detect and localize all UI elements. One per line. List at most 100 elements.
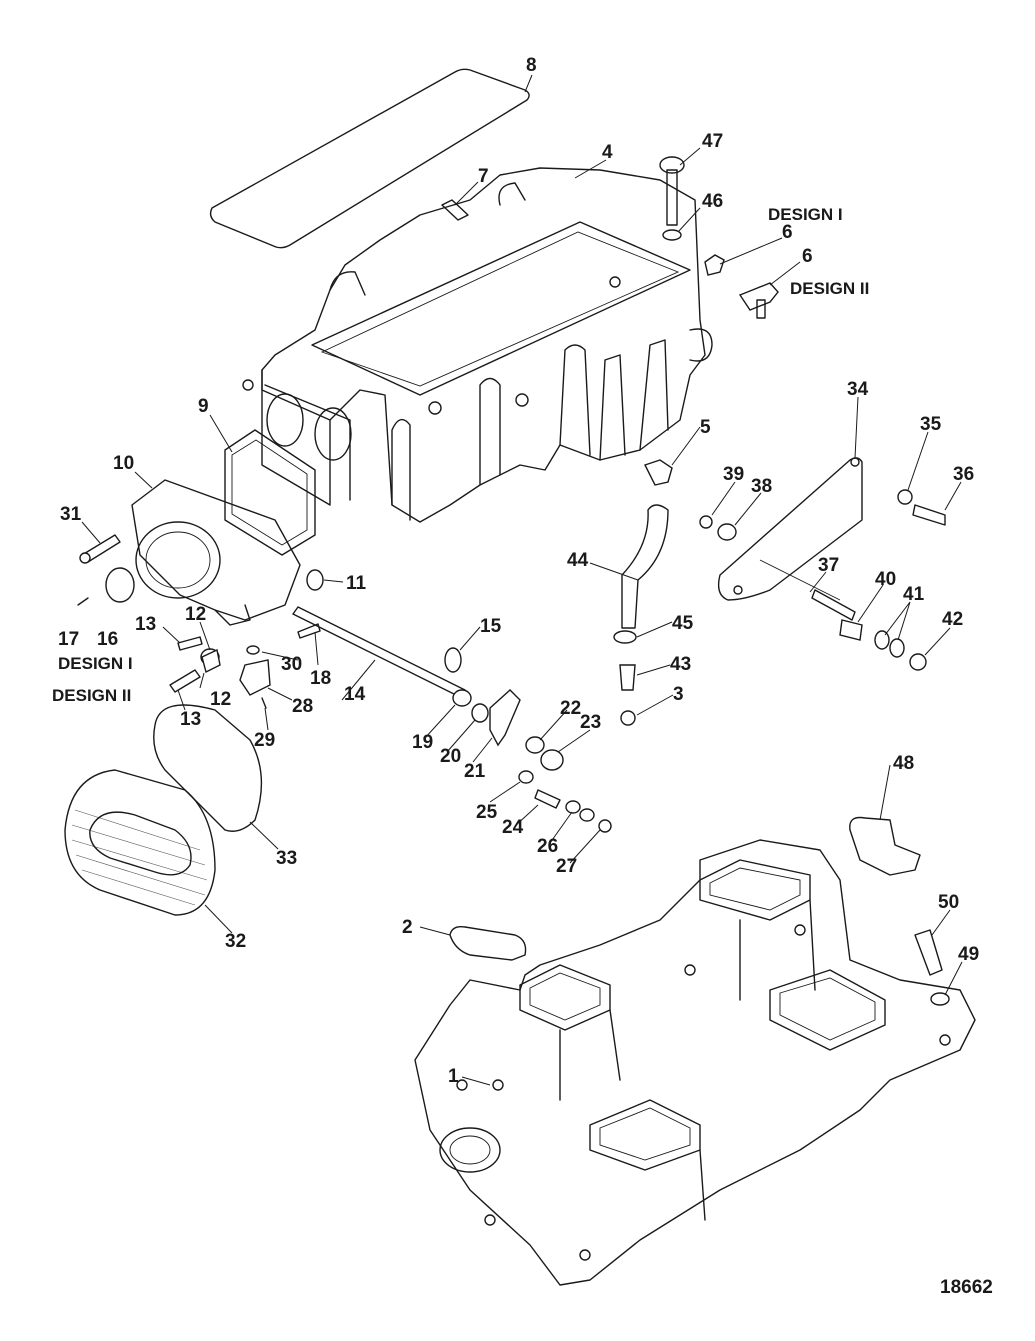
part-37-stud [759, 559, 856, 621]
callout-21: 21 [464, 761, 486, 782]
callout-16: 16 [97, 629, 118, 650]
part-28-sensor [239, 659, 271, 696]
part-13-screw-lower [169, 669, 201, 693]
part-18-screw [297, 623, 321, 639]
callout-28: 28 [292, 696, 313, 717]
part-35-washer [897, 489, 913, 505]
callout-15: 15 [480, 616, 502, 637]
part-13-screw-upper [177, 636, 203, 651]
callout-9: 9 [198, 396, 209, 417]
callout-40: 40 [875, 569, 896, 590]
part-38-washer [717, 523, 737, 541]
callout-38: 38 [751, 476, 772, 497]
part-22-bushing [525, 736, 545, 754]
callout-35: 35 [920, 414, 942, 435]
callout-4: 4 [602, 142, 613, 163]
callout-labels: 8 4 7 47 46 DESIGN I 6 6 DESIGN II 9 10 … [52, 55, 993, 1298]
callout-39: 39 [723, 464, 744, 485]
callout-23: 23 [580, 712, 601, 733]
callout-1: 1 [448, 1066, 459, 1087]
callout-25: 25 [476, 802, 498, 823]
callout-2: 2 [402, 917, 413, 938]
callout-19: 19 [412, 732, 433, 753]
part-7-bolt [441, 199, 469, 221]
callout-5: 5 [700, 417, 711, 438]
callout-13-lower: 13 [180, 709, 201, 730]
part-15-ring [444, 647, 462, 673]
part-47-bolt [659, 156, 685, 226]
part-41-washers [874, 630, 905, 658]
callout-26: 26 [537, 836, 558, 857]
callout-8: 8 [526, 55, 537, 76]
callout-18: 18 [310, 668, 331, 689]
part-3-washer [620, 710, 636, 726]
part-20-washer [471, 703, 489, 723]
callout-48: 48 [893, 753, 914, 774]
callout-30: 30 [281, 654, 302, 675]
part-49-washer [930, 992, 950, 1006]
part-4-plenum [242, 167, 713, 523]
part-8-cover-gasket [209, 68, 530, 249]
callout-46: 46 [702, 191, 723, 212]
design-2-label-upper: DESIGN II [790, 279, 869, 298]
part-10-throttle-body [131, 479, 301, 626]
callout-45: 45 [672, 613, 694, 634]
part-24-stud [534, 789, 561, 809]
part-45-clamp [613, 630, 637, 644]
callout-22: 22 [560, 698, 581, 719]
callout-13-upper: 13 [135, 614, 156, 635]
callout-10: 10 [113, 453, 134, 474]
part-6-fitting-design-1 [704, 254, 725, 276]
part-42-nut [909, 653, 927, 671]
callout-3: 3 [673, 684, 684, 705]
callout-12-upper: 12 [185, 604, 206, 625]
callout-7: 7 [478, 166, 489, 187]
part-6-fitting-design-2 [738, 282, 779, 319]
part-33-filter-cover [153, 704, 263, 832]
part-27-nut [598, 819, 612, 833]
callout-50: 50 [938, 892, 959, 913]
callout-20: 20 [440, 746, 461, 767]
part-2-gasket [449, 925, 527, 961]
part-39-nut [699, 515, 713, 529]
callout-36: 36 [953, 464, 974, 485]
design-1-label-lower: DESIGN I [58, 654, 133, 673]
callout-41: 41 [903, 584, 925, 605]
part-32-air-filter [64, 769, 216, 916]
callout-24: 24 [502, 817, 524, 838]
part-17-screw [77, 597, 89, 606]
part-36-bolt [912, 504, 946, 526]
design-2-label-lower: DESIGN II [52, 686, 131, 705]
part-44-hose [621, 504, 669, 629]
callout-47: 47 [702, 131, 723, 152]
leader-lines [81, 74, 963, 1086]
callout-17: 17 [58, 629, 79, 650]
part-31-screw [79, 534, 121, 564]
part-26-washers [565, 800, 595, 822]
part-9-gasket [224, 429, 316, 556]
part-48-bracket [849, 816, 921, 876]
callout-14: 14 [344, 684, 366, 705]
part-19-bushing [452, 689, 472, 707]
part-16-plug [105, 567, 135, 603]
callout-27: 27 [556, 856, 577, 877]
part-5-elbow [644, 459, 673, 486]
callout-6-design-1: 6 [782, 222, 793, 243]
callout-11: 11 [346, 573, 367, 594]
callout-43: 43 [670, 654, 691, 675]
callout-42: 42 [942, 609, 963, 630]
callout-31: 31 [60, 504, 82, 525]
callout-32: 32 [225, 931, 246, 952]
part-40-spacer [839, 619, 863, 641]
part-23-bushing [540, 749, 564, 771]
part-25-washer [518, 770, 534, 784]
callout-34: 34 [847, 379, 869, 400]
callout-49: 49 [958, 944, 979, 965]
callout-29: 29 [254, 730, 275, 751]
part-21-lever [489, 689, 521, 747]
part-30-oring [246, 645, 260, 655]
part-1-intake-manifold [414, 839, 976, 1286]
callout-44: 44 [567, 550, 589, 571]
callout-37: 37 [818, 555, 839, 576]
